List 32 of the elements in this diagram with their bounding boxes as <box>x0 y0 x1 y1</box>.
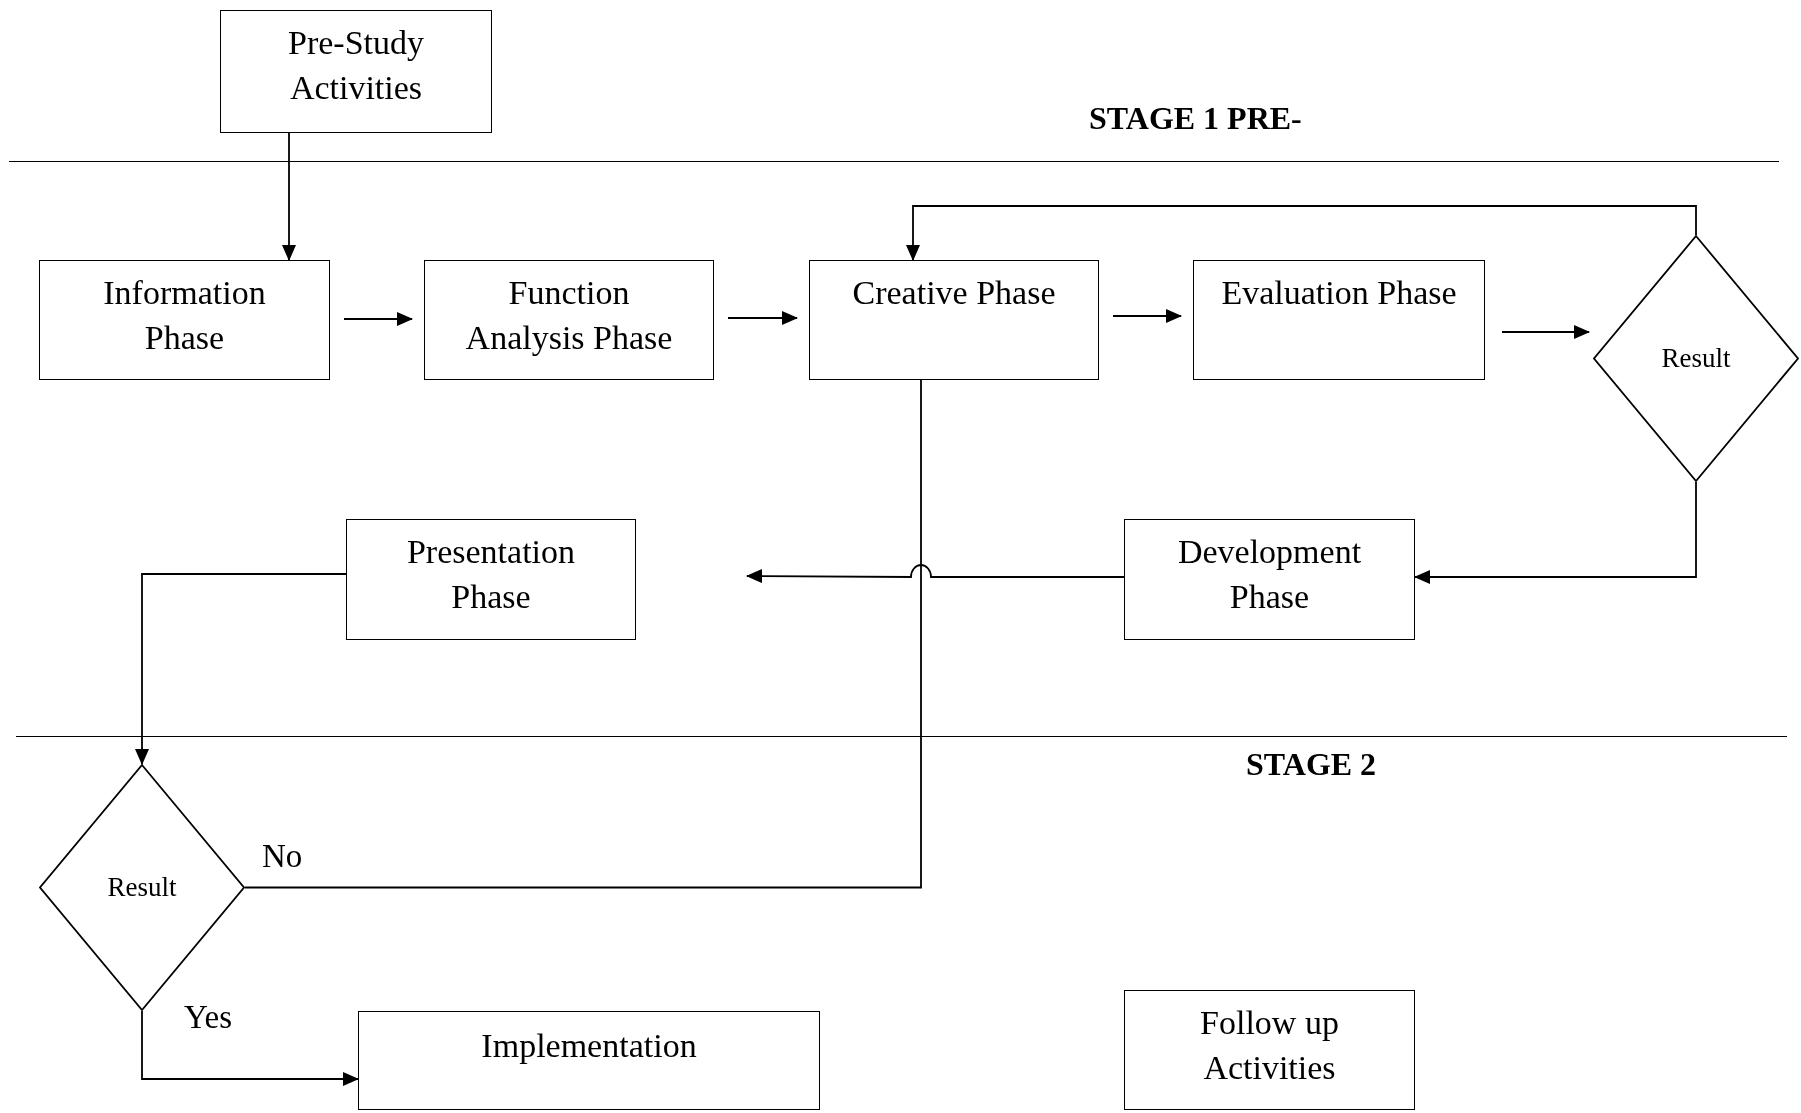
arrow <box>1112 309 1182 323</box>
node-label: Result <box>107 870 177 904</box>
arrow <box>141 1010 359 1086</box>
node-label: Function Analysis Phase <box>464 273 674 358</box>
node-label: Information Phase <box>102 273 267 358</box>
arrow <box>282 132 296 261</box>
node-label: Development Phase <box>1176 532 1363 617</box>
process-box <box>1124 990 1415 1110</box>
process-box <box>1193 260 1485 380</box>
arrow <box>906 205 1697 261</box>
arrow <box>135 573 347 765</box>
arrow <box>343 312 413 326</box>
stage-heading: STAGE 2 <box>1246 746 1377 783</box>
process-box <box>1124 519 1415 640</box>
process-box <box>346 519 636 640</box>
node-label: Creative Phase <box>852 273 1056 313</box>
arrow <box>746 564 1125 584</box>
arrow <box>727 311 798 325</box>
node-label: Implementation <box>481 1026 697 1066</box>
process-box <box>220 10 492 133</box>
process-box <box>424 260 714 380</box>
node-label: Evaluation Phase <box>1221 273 1457 313</box>
node-label: Result <box>1661 341 1731 375</box>
node-label: Follow up Activities <box>1199 1003 1340 1088</box>
process-box <box>358 1011 820 1110</box>
process-box <box>39 260 330 380</box>
process-box <box>809 260 1099 380</box>
node-label: Pre-Study Activities <box>287 23 425 108</box>
stage-heading: STAGE 1 PRE- <box>1089 100 1302 137</box>
arrow <box>1501 325 1590 339</box>
node-label: Presentation Phase <box>405 532 577 617</box>
arrow <box>1414 481 1697 584</box>
